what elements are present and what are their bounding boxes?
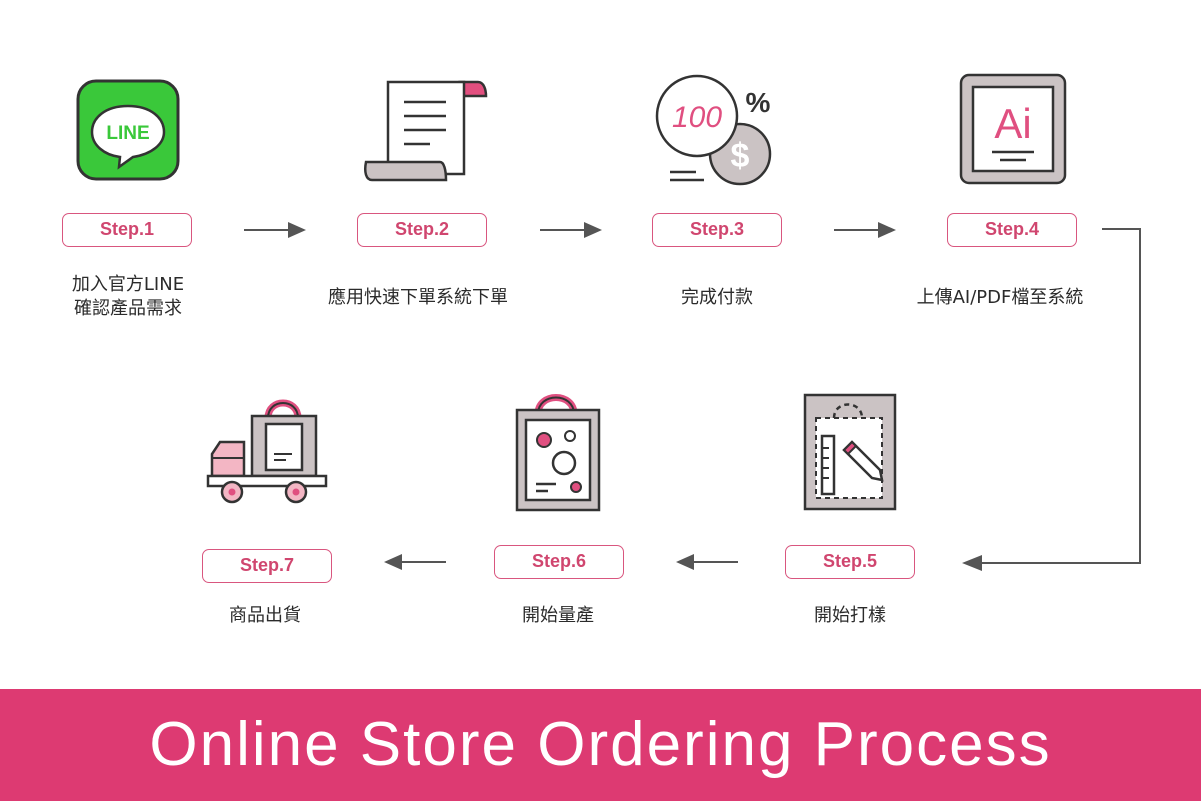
step-7-label: Step.7: [202, 549, 332, 583]
step-3-caption: 完成付款: [597, 286, 837, 310]
step-6-caption: 開始量產: [438, 604, 678, 628]
step-1-label: Step.1: [62, 213, 192, 247]
arrow-step4-to-step5: [962, 228, 1141, 571]
payment-coin-icon: $ 100 %: [655, 74, 772, 186]
step-4-label: Step.4: [947, 213, 1077, 247]
step-5-caption-line-1: 開始打樣: [814, 605, 886, 626]
step-2-label: Step.2: [357, 213, 487, 247]
order-scroll-icon: [364, 80, 488, 182]
banner-title: Online Store Ordering Process: [149, 710, 1052, 779]
ai-file-icon: Ai: [959, 73, 1067, 185]
arrow-step1-to-step2: [244, 222, 306, 238]
step-6-caption-line-1: 開始量產: [522, 605, 594, 626]
arrow-step2-to-step3: [540, 222, 602, 238]
percent-value: 100: [672, 101, 722, 134]
step-3-caption-line-1: 完成付款: [681, 287, 753, 308]
line-app-icon: LINE: [76, 79, 180, 181]
percent-sign: %: [746, 87, 771, 118]
step-6-label: Step.6: [494, 545, 624, 579]
step-1-caption-line-2: 確認產品需求: [74, 298, 182, 319]
step-1-caption: 加入官方LINE 確認產品需求: [8, 273, 248, 321]
step-4-caption: 上傳AI/PDF檔至系統: [880, 286, 1120, 310]
dollar-sign: $: [731, 137, 750, 175]
step-2-caption-line-1: 應用快速下單系統下單: [328, 287, 508, 308]
arrow-step3-to-step4: [834, 222, 896, 238]
delivery-truck-icon: [206, 399, 328, 504]
step-2-caption: 應用快速下單系統下單: [298, 286, 538, 310]
step-4-caption-line-1: 上傳AI/PDF檔至系統: [916, 287, 1084, 308]
arrow-step5-to-step6: [676, 554, 738, 570]
step-1-caption-line-1: 加入官方LINE: [71, 274, 185, 295]
arrow-step6-to-step7: [384, 554, 446, 570]
step-7-caption-line-1: 商品出貨: [229, 605, 301, 626]
ai-file-icon-text: Ai: [994, 100, 1031, 147]
title-banner: Online Store Ordering Process: [0, 689, 1201, 801]
sample-design-icon: [803, 393, 897, 511]
step-5-caption: 開始打樣: [730, 604, 970, 628]
step-5-label: Step.5: [785, 545, 915, 579]
production-bag-icon: [515, 394, 601, 512]
step-7-caption: 商品出貨: [145, 604, 385, 628]
step-3-label: Step.3: [652, 213, 782, 247]
line-app-icon-text: LINE: [106, 123, 149, 144]
